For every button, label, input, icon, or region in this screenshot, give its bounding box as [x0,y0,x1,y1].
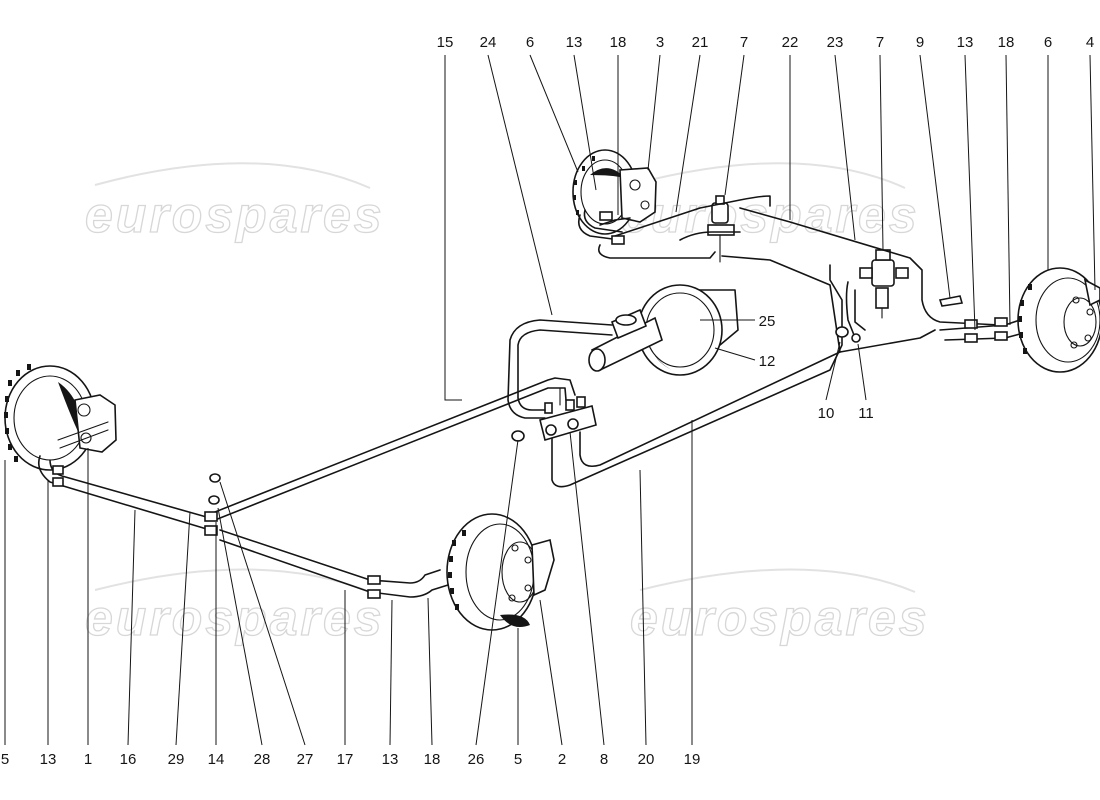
callout-14: 14 [208,751,225,768]
front-left-brake [4,364,117,471]
callout-8: 8 [600,751,608,768]
front-union-block [539,396,597,442]
callout-7-left: 7 [740,34,748,51]
callout-15: 15 [437,34,454,51]
callout-18-front-right: 18 [424,751,441,768]
callout-19: 19 [684,751,701,768]
callout-21: 21 [692,34,709,51]
callout-10: 10 [818,405,835,422]
watermark-bottom-right: eurospares [630,590,930,646]
callout-5-left: 5 [1,751,9,768]
callout-18-rear-right: 18 [998,34,1015,51]
callout-13-rear-right: 13 [957,34,974,51]
callout-29: 29 [168,751,185,768]
callout-6-rear-right: 6 [1044,34,1052,51]
callout-25: 25 [759,313,776,330]
callout-13-front-left: 13 [40,751,57,768]
rear-left-brake [572,149,657,235]
callout-3: 3 [656,34,664,51]
callout-22: 22 [782,34,799,51]
callout-labels: 15 24 6 13 18 3 21 7 22 23 7 9 13 18 6 4… [1,34,1094,768]
callout-20: 20 [638,751,655,768]
callout-13-rear-left: 13 [566,34,583,51]
callout-9: 9 [916,34,924,51]
callout-26: 26 [468,751,485,768]
master-cylinder [588,308,663,372]
callout-7-right: 7 [876,34,884,51]
callout-12: 12 [759,353,776,370]
callout-4: 4 [1086,34,1094,51]
pipe-fittings [52,211,1008,599]
callout-27: 27 [297,751,314,768]
watermark-top-left: eurospares [85,187,385,243]
callout-6-rear-left: 6 [526,34,534,51]
leader-lines [4,54,1096,746]
brake-pipes [37,195,1021,598]
rear-right-brake [1017,267,1100,373]
callout-24: 24 [480,34,497,51]
callout-2: 2 [558,751,566,768]
callout-16: 16 [120,751,137,768]
callout-18-rear-left: 18 [610,34,627,51]
regulator-rear-left [707,195,735,263]
watermark-bottom-left: eurospares [85,590,385,646]
front-right-brake [446,513,555,631]
callout-17: 17 [337,751,354,768]
callout-23: 23 [827,34,844,51]
callout-11: 11 [858,405,874,422]
callout-28: 28 [254,751,271,768]
callout-13-front-right: 13 [382,751,399,768]
callout-5-right: 5 [514,751,522,768]
callout-1: 1 [84,751,92,768]
regulator-rear-right [859,249,909,319]
watermark-group: eurospares eurospares eurospares eurospa… [84,162,930,647]
